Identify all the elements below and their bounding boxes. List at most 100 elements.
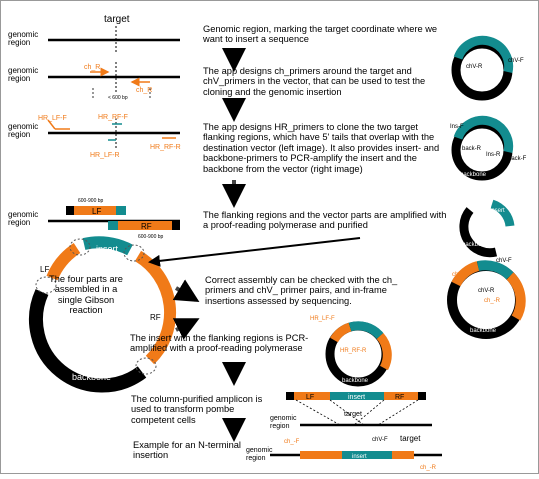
step-7-text: The column-purified amplicon is used to …	[131, 394, 263, 425]
region-label: region	[8, 74, 30, 83]
plasmid-ins-back-primers: Ins-F insert back-R Ins-R back-F backbon…	[450, 115, 527, 181]
gibson-backbone-label: backbone	[72, 372, 111, 382]
hr-rf-r-label: HR_RF-R	[340, 348, 367, 354]
rf-overlap	[108, 221, 118, 230]
lf-tail	[66, 206, 74, 215]
plasmid-hr-amplification: HR_LF-F HR_RF-R backbone	[310, 316, 392, 387]
ch-f-label: ch_-F	[452, 272, 468, 278]
lf-arc	[46, 242, 81, 281]
hr-lf-f-label: HR_LF-F	[38, 115, 67, 122]
backbone-label: backbone	[462, 242, 489, 248]
step-3-text: The app designs HR_primers to clone the …	[203, 122, 440, 174]
ins-f-label: Ins-F	[450, 124, 464, 130]
insert-label: insert	[476, 134, 491, 140]
hr-rf-f-label: HR_RF-F	[98, 114, 128, 121]
region-label: region	[8, 38, 30, 47]
flow-arrows	[148, 48, 361, 442]
amplicon-lf-label: LF	[306, 394, 314, 401]
hr-rf-r-label: HR_RF-R	[150, 144, 181, 151]
gibson-rf-label: RF	[150, 313, 161, 322]
flow-arrow	[148, 237, 361, 267]
hr-lf-f-label: HR_LF-F	[310, 316, 335, 322]
overlap-circle	[35, 276, 57, 294]
overlap-circle	[123, 244, 145, 262]
lf-label: LF	[92, 207, 101, 216]
row-genomic-region: genomic region target	[8, 14, 180, 52]
insert-label: insert	[478, 54, 493, 60]
backbone-label: backbone	[462, 74, 489, 80]
lf-fragment	[74, 206, 116, 215]
row-ch-primers: genomic region ch_R ch_R < 600 bp	[8, 62, 180, 101]
ch-r-label: ch_-R	[484, 298, 501, 304]
step-8-text: Example for an N-terminal insertion	[133, 440, 241, 461]
insert-ring	[453, 35, 514, 73]
insert-ring	[490, 199, 515, 227]
final-rf	[392, 451, 414, 459]
overlap-circle	[135, 357, 157, 375]
insert-label: insert	[490, 208, 505, 214]
genomic-label: genomic	[8, 122, 38, 131]
overlap-circle	[69, 238, 91, 256]
insert-ring	[348, 321, 384, 340]
chv-f-label: chV-F	[372, 437, 388, 443]
amplicon-rf	[384, 392, 418, 400]
range-lf-label: 600-900 bp	[78, 198, 104, 204]
plasmid-split-parts: insert backbone	[459, 199, 515, 258]
chv-r-label: chV-R	[478, 288, 495, 294]
genomic-label: genomic	[8, 30, 38, 39]
step-5-text: Correct assembly can be checked with the…	[205, 275, 398, 306]
gibson-lf-label: LF	[40, 265, 49, 274]
final-lf	[300, 451, 342, 459]
genomic-label: genomic	[8, 66, 38, 75]
gibson-insert-label: insert	[96, 244, 119, 254]
row-flanking-fragments: genomic region 600-900 bp LF RF 600-900 …	[8, 198, 180, 240]
genomic-label: genomic	[270, 415, 297, 422]
chv-f-label: chV-F	[508, 58, 524, 64]
step-4-text: The flanking regions and the vector part…	[203, 210, 447, 231]
ins-r-label: Ins-R	[486, 152, 501, 158]
rf-fragment	[118, 221, 172, 230]
ch-r-label-2: ch_R	[136, 87, 152, 94]
insert-ring	[453, 115, 514, 153]
amplicon-lf	[294, 392, 330, 400]
back-r-label: back-R	[462, 146, 482, 152]
final-insert-label: insert	[352, 454, 367, 460]
ch-f-label: ch_-F	[284, 439, 300, 445]
step-1-text: Genomic region, marking the target coord…	[203, 24, 438, 45]
gibson-note: The four parts are assembled in a single…	[49, 274, 123, 316]
target-label: target	[104, 14, 130, 25]
rf-ring	[376, 332, 392, 371]
crossover-line	[353, 399, 385, 426]
amplicon-insert	[330, 392, 384, 400]
step-6-text: The insert with the flanking regions is …	[130, 333, 309, 354]
target-label: target	[344, 411, 362, 418]
region-label: region	[270, 423, 290, 430]
backbone-label: backbone	[342, 378, 369, 384]
amplicon-lf-tail	[286, 392, 294, 400]
ch-r-label: ch_-R	[420, 465, 437, 471]
crossover-line	[377, 399, 419, 426]
amplicon-insert-label: insert	[348, 394, 365, 401]
insert-ring	[476, 260, 514, 280]
lf-ring	[451, 261, 480, 287]
amplicon-rf-tail	[418, 392, 426, 400]
backbone-label: backbone	[470, 328, 497, 334]
amplicon-integration: LF insert RF genomic region target genom…	[246, 392, 442, 471]
backbone-ring	[459, 207, 498, 258]
crossover-line	[329, 399, 365, 426]
lf-overlap	[116, 206, 126, 215]
row-hr-primers: genomic region HR_LF-F HR_RF-F HR_LF-R H…	[8, 114, 181, 159]
chv-f-label: chV-F	[496, 258, 512, 264]
rf-ring	[506, 272, 526, 321]
region-label: region	[8, 130, 30, 139]
flow-arrow	[172, 279, 200, 303]
hr-lf-f-tail	[47, 119, 56, 130]
ch-r-label: ch_R	[84, 64, 100, 71]
rf-tail	[172, 221, 180, 230]
region-label: region	[8, 218, 30, 227]
genomic-label: genomic	[8, 210, 38, 219]
plasmid-chv-primers: insert backbone chV-R chV-F	[451, 35, 524, 101]
crossover-line	[295, 399, 341, 426]
